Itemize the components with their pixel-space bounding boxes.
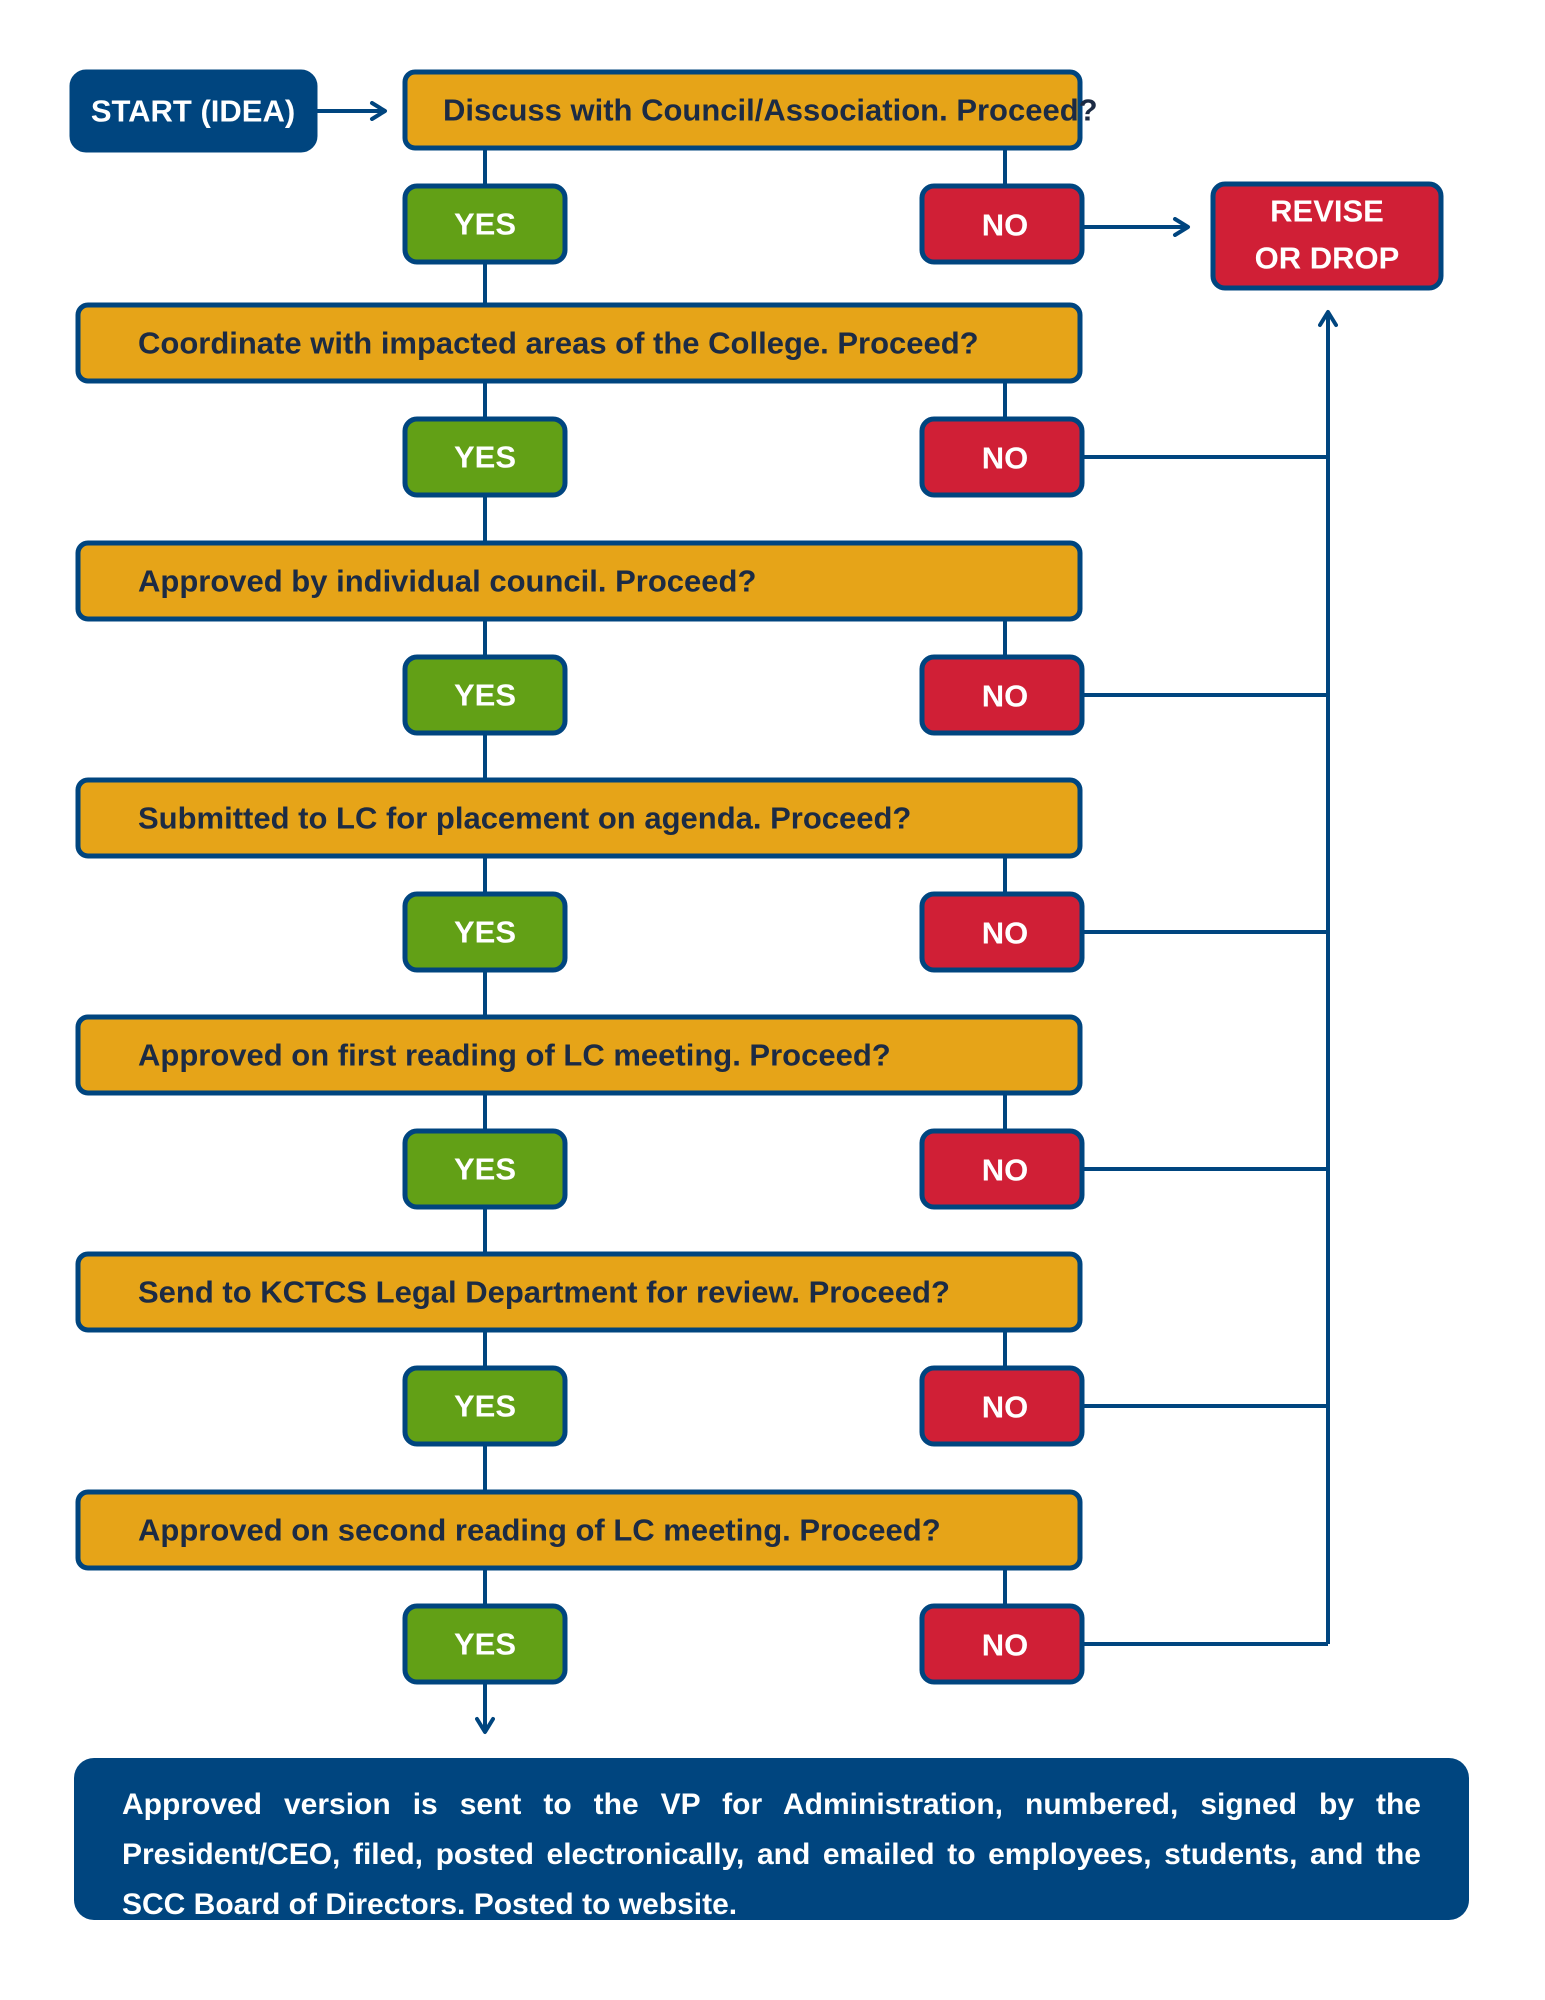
final-outcome-text: Approved version is sent to the VP for A… xyxy=(122,1788,1421,1921)
step-box-5 xyxy=(75,1014,1083,1096)
drop-label: OR DROP xyxy=(1255,241,1400,276)
no-label-3: NO xyxy=(982,679,1029,714)
yes-box-2 xyxy=(402,416,568,498)
no-label-5: NO xyxy=(982,1153,1029,1188)
yes-label-1: YES xyxy=(454,207,516,242)
step-text-7: Approved on second reading of LC meeting… xyxy=(138,1513,941,1548)
step-box-1 xyxy=(402,69,1083,151)
no-box-1 xyxy=(919,183,1085,265)
yes-label-7: YES xyxy=(454,1627,516,1662)
revise-or-drop-box xyxy=(1210,181,1444,291)
step-text-2: Coordinate with impacted areas of the Co… xyxy=(138,326,979,361)
step-text-6: Send to KCTCS Legal Department for revie… xyxy=(138,1275,950,1310)
start-label: START (IDEA) xyxy=(91,94,295,129)
yes-label-2: YES xyxy=(454,440,516,475)
yes-box-6 xyxy=(402,1365,568,1447)
yes-box-7 xyxy=(402,1603,568,1685)
yes-label-3: YES xyxy=(454,678,516,713)
revise-label: REVISE xyxy=(1270,194,1384,229)
no-box-5 xyxy=(919,1128,1085,1210)
yes-box-3 xyxy=(402,654,568,736)
no-box-2 xyxy=(919,416,1085,498)
no-label-2: NO xyxy=(982,441,1029,476)
step-box-4 xyxy=(75,777,1083,859)
step-box-2 xyxy=(75,302,1083,384)
no-label-1: NO xyxy=(982,208,1029,243)
step-box-7 xyxy=(75,1489,1083,1571)
no-box-3 xyxy=(919,654,1085,736)
final-outcome-box: Approved version is sent to the VP for A… xyxy=(74,1758,1469,1921)
no-box-7 xyxy=(919,1603,1085,1685)
no-label-6: NO xyxy=(982,1390,1029,1425)
yes-box-5 xyxy=(402,1128,568,1210)
yes-box-1 xyxy=(402,183,568,265)
step-box-6 xyxy=(75,1251,1083,1333)
start-box xyxy=(69,69,318,153)
yes-label-6: YES xyxy=(454,1389,516,1424)
no-box-6 xyxy=(919,1365,1085,1447)
no-label-7: NO xyxy=(982,1628,1029,1663)
no-label-4: NO xyxy=(982,916,1029,951)
step-text-5: Approved on first reading of LC meeting.… xyxy=(138,1038,891,1073)
no-box-4 xyxy=(919,891,1085,973)
step-text-1: Discuss with Council/Association. Procee… xyxy=(443,93,1098,128)
step-box-3 xyxy=(75,540,1083,622)
step-text-4: Submitted to LC for placement on agenda.… xyxy=(138,801,911,836)
yes-label-4: YES xyxy=(454,915,516,950)
step-text-3: Approved by individual council. Proceed? xyxy=(138,564,756,599)
yes-box-4 xyxy=(402,891,568,973)
yes-label-5: YES xyxy=(454,1152,516,1187)
